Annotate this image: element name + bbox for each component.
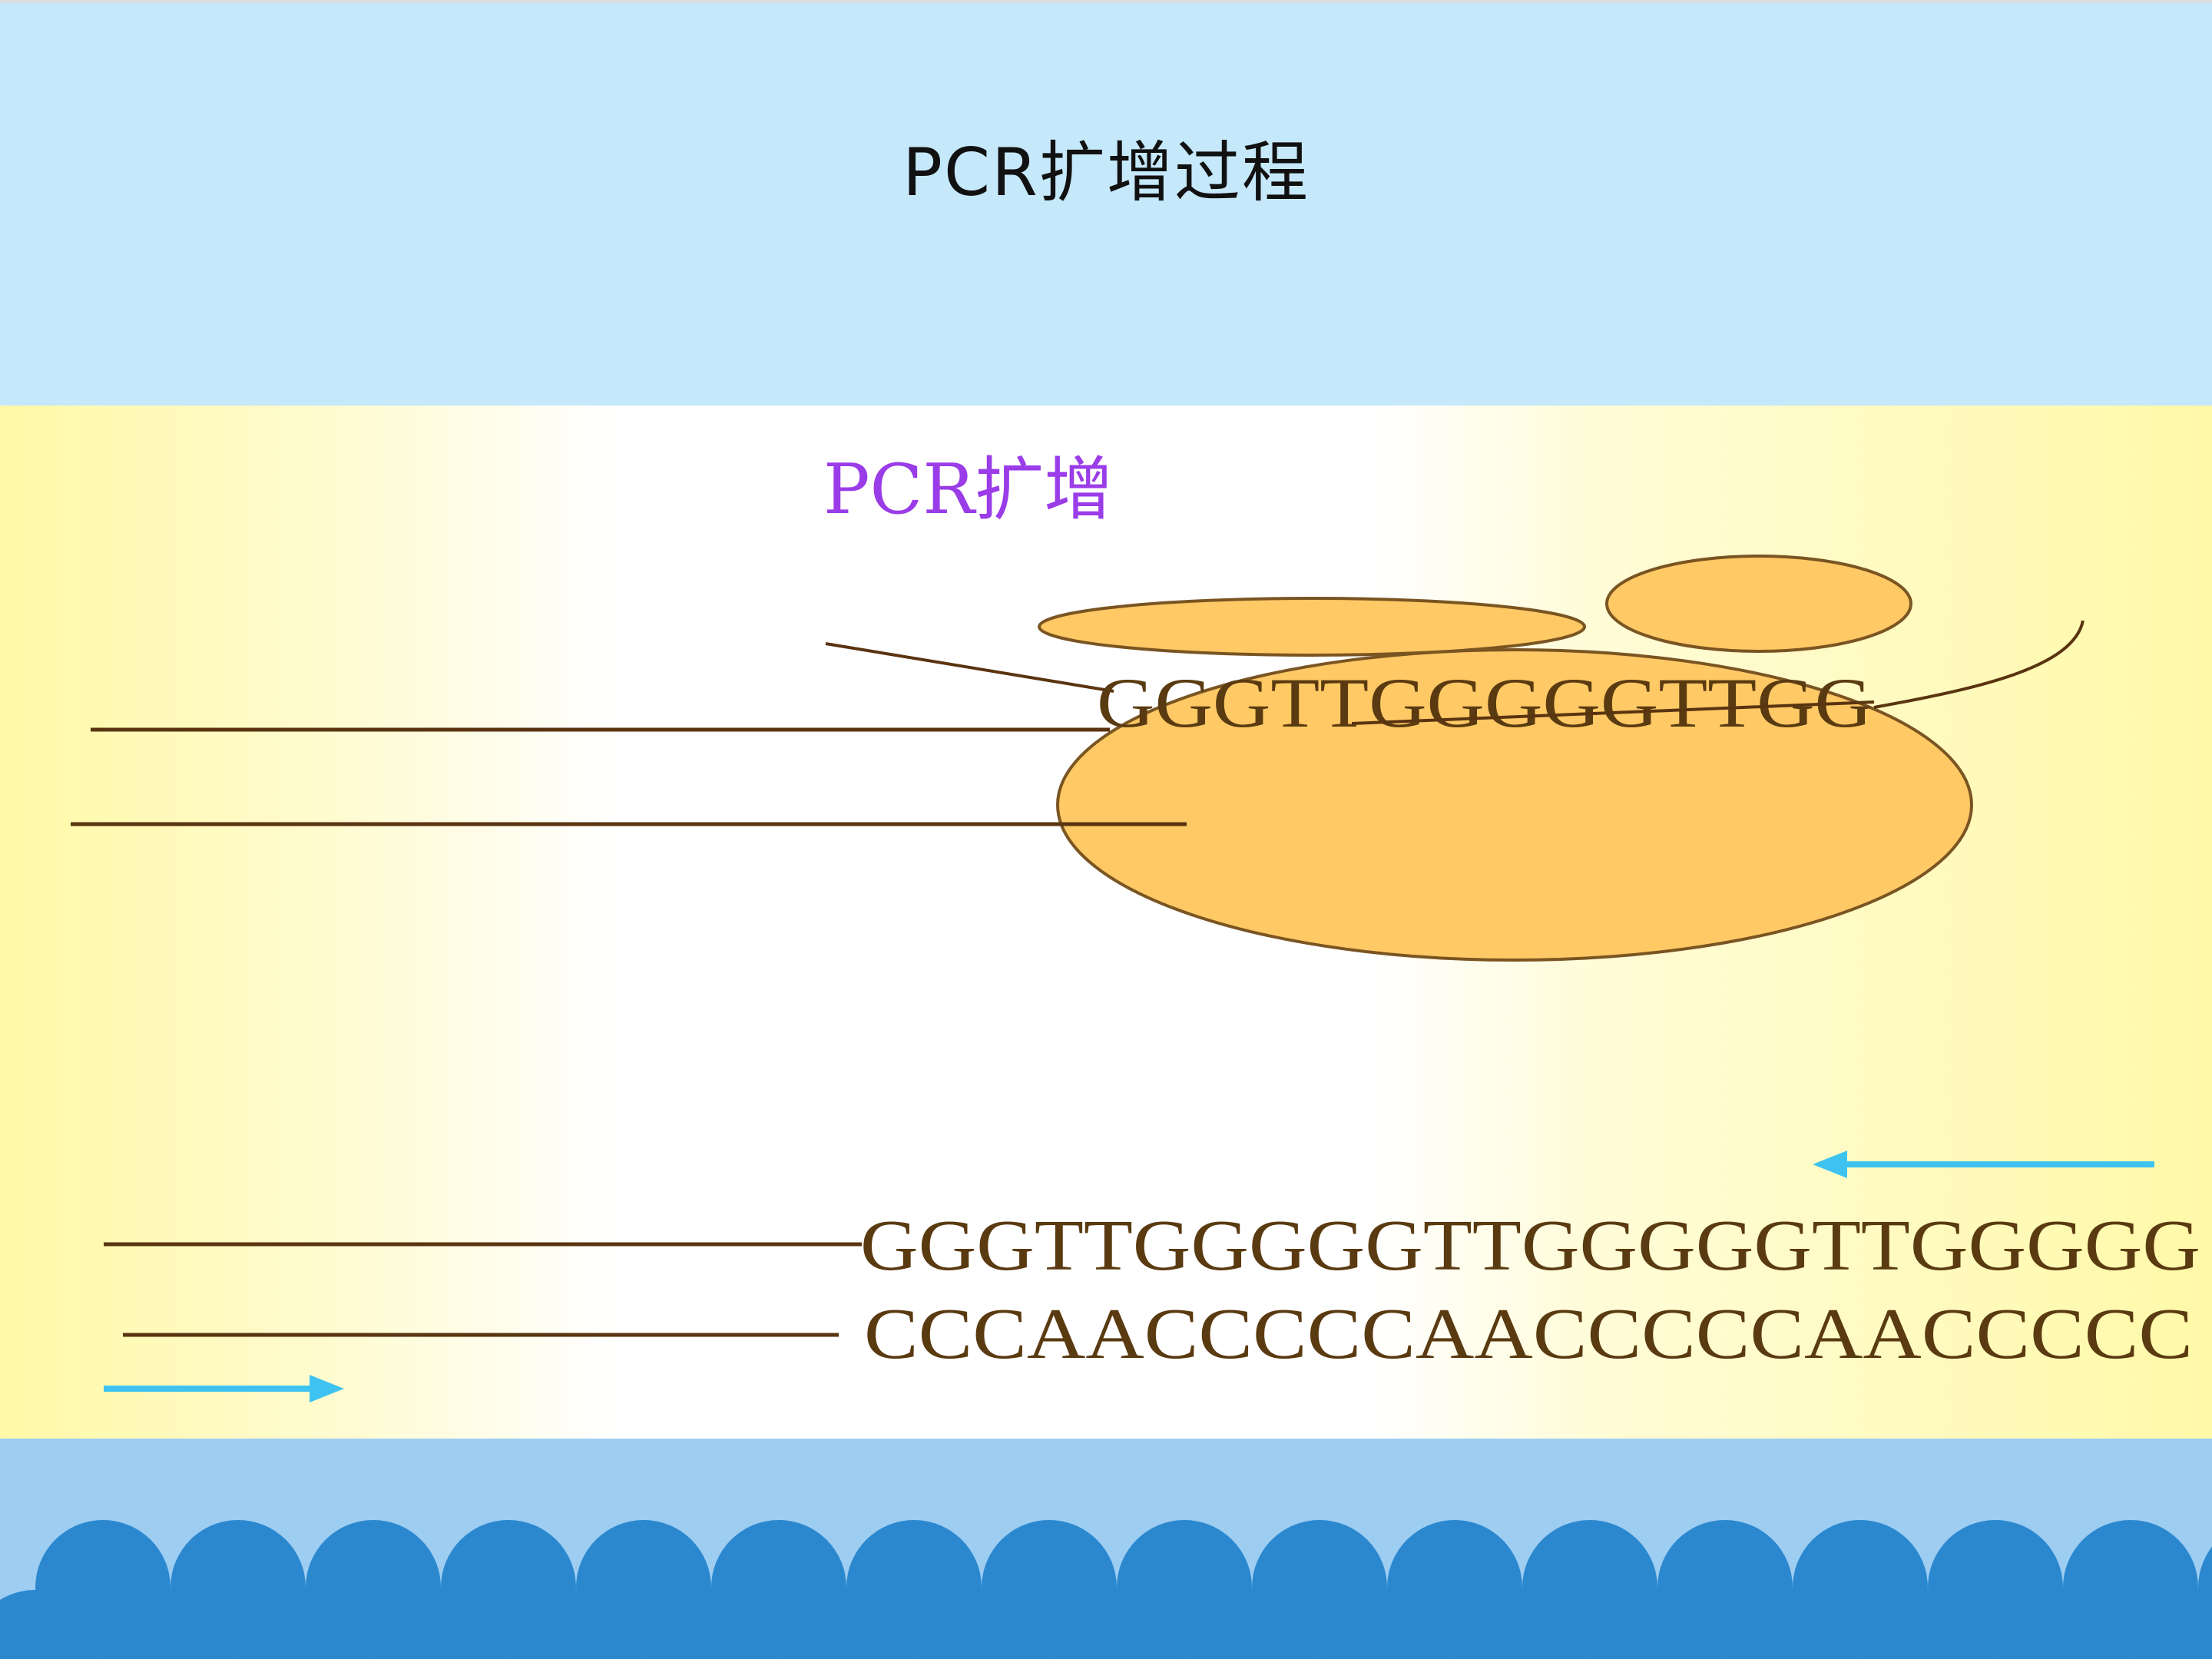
front-row-scallop [1049,1590,1184,1659]
front-row-scallop [1320,1590,1455,1659]
front-row-scallop [914,1590,1049,1659]
diagram-subtitle: PCR扩增 [823,449,1114,530]
front-row-scallop [103,1590,238,1659]
strand-through-text [1351,700,1875,725]
front-row-scallop [238,1590,373,1659]
trailing-strand-curve [1873,620,2085,709]
slide-content: PCR扩增 GGGTTGGGGGTTGG GGGTTGGGGGTTGGGGGTT… [0,406,2212,1439]
pcr-diagram: GGGTTGGGGGTTGG GGGTTGGGGGTTGGGGGTTGGGGG … [71,555,2200,1402]
polymerase-round-lobe [1605,555,1912,653]
front-row-scallop [1860,1590,1995,1659]
polymerase-top-lobe [1038,597,1586,657]
front-row-scallop [508,1590,644,1659]
front-row-scallop [2131,1590,2212,1659]
front-row-scallop [644,1590,779,1659]
template-bottom-sequence: CCCAACCCCCAACCCCCAACCCCC [864,1294,2193,1374]
front-row-scallop [779,1590,914,1659]
slide-header: PCR扩增过程 [0,0,2212,406]
primer-strand [825,642,1114,693]
front-row-scallop [1184,1590,1320,1659]
slide-title: PCR扩增过程 [902,134,1310,211]
front-row-scallop [0,1590,103,1659]
scallop-pattern [0,1520,2212,1659]
arrow-right-icon [104,1375,344,1402]
front-row-scallop [1995,1590,2131,1659]
front-row-scallop [1725,1590,1860,1659]
front-row-scallop [373,1590,508,1659]
template-top-sequence: GGGTTGGGGGTTGGGGGTTGGGGG [860,1206,2200,1286]
front-row-scallop [1590,1590,1725,1659]
top-sequence-text: GGGTTGGGGGTTGG [1097,664,1873,742]
scallop-footer [0,1439,2212,1659]
front-row-scallop [1455,1590,1590,1659]
arrow-left-icon [1813,1151,2154,1178]
polymerase-body [1056,648,1973,962]
